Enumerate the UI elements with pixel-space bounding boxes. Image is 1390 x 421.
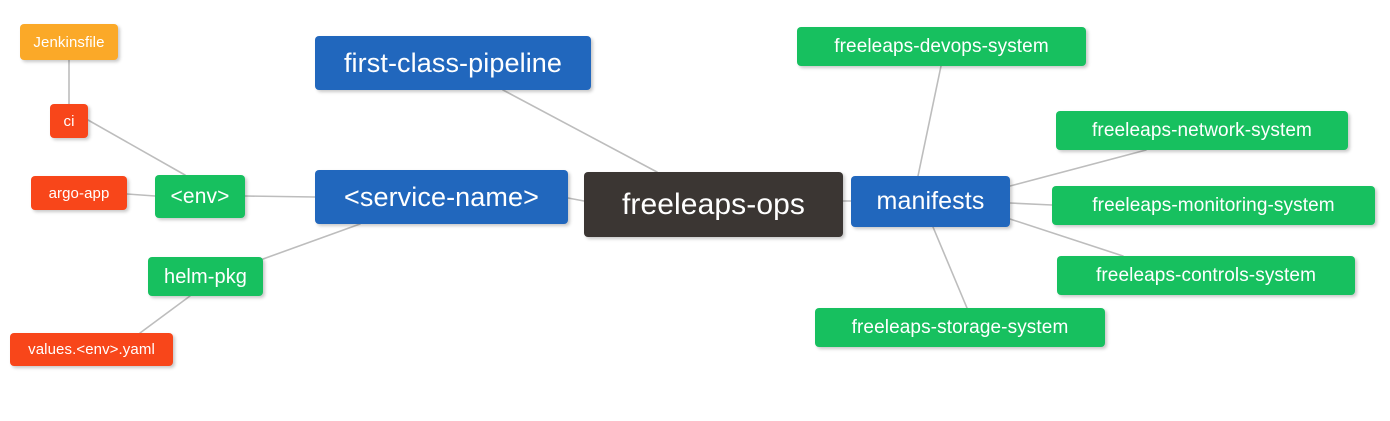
node-service-name[interactable]: <service-name> (315, 170, 568, 224)
node-helm-pkg[interactable]: helm-pkg (148, 257, 263, 296)
node-label: Jenkinsfile (33, 33, 105, 51)
node-ci[interactable]: ci (50, 104, 88, 138)
node-argo-app[interactable]: argo-app (31, 176, 127, 210)
edge-values-yaml-to-helm-pkg (139, 295, 191, 334)
node-env[interactable]: <env> (155, 175, 245, 218)
edge-manifests-to-network-system (1009, 149, 1147, 187)
edge-first-class-pipeline-to-freeleaps-ops (502, 89, 658, 173)
node-monitoring-system[interactable]: freeleaps-monitoring-system (1052, 186, 1375, 225)
node-devops-system[interactable]: freeleaps-devops-system (797, 27, 1086, 66)
node-label: <service-name> (344, 181, 539, 212)
edge-ci-to-env (87, 119, 186, 176)
node-label: freeleaps-storage-system (851, 317, 1069, 338)
edge-manifests-to-devops-system (917, 65, 942, 177)
node-label: freeleaps-monitoring-system (1092, 195, 1335, 216)
node-label: helm-pkg (163, 265, 248, 288)
edge-manifests-to-monitoring-system (1009, 202, 1053, 206)
node-controls-system[interactable]: freeleaps-controls-system (1057, 256, 1355, 295)
edge-manifests-to-storage-system (932, 226, 968, 309)
node-freeleaps-ops[interactable]: freeleaps-ops (584, 172, 843, 237)
node-storage-system[interactable]: freeleaps-storage-system (815, 308, 1105, 347)
node-label: ci (63, 112, 75, 130)
edge-env-to-service-name (244, 195, 316, 198)
node-network-system[interactable]: freeleaps-network-system (1056, 111, 1348, 150)
node-label: freeleaps-ops (621, 187, 806, 221)
node-label: freeleaps-controls-system (1095, 265, 1317, 286)
node-label: argo-app (48, 184, 110, 202)
node-label: first-class-pipeline (343, 47, 563, 78)
edge-argo-app-to-env (126, 193, 156, 197)
node-label: freeleaps-network-system (1092, 120, 1312, 141)
node-label: <env> (170, 185, 230, 208)
node-manifests[interactable]: manifests (851, 176, 1010, 227)
node-label: freeleaps-devops-system (834, 36, 1049, 57)
node-label: values.<env>.yaml (28, 341, 155, 358)
node-label: manifests (876, 187, 985, 215)
node-jenkinsfile[interactable]: Jenkinsfile (20, 24, 118, 60)
node-first-class-pipeline[interactable]: first-class-pipeline (315, 36, 591, 90)
edge-helm-pkg-to-service-name (262, 223, 361, 260)
node-values-yaml[interactable]: values.<env>.yaml (10, 333, 173, 366)
edge-service-name-to-freeleaps-ops (567, 197, 585, 202)
